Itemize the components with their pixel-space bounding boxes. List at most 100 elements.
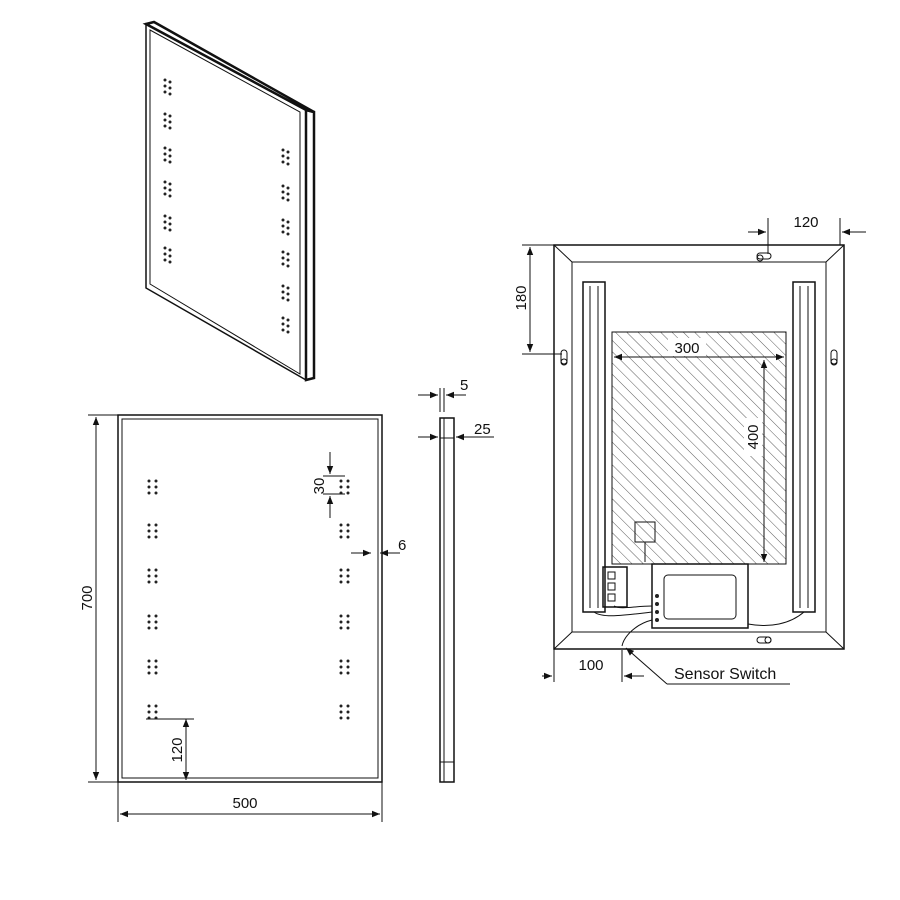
light-dot	[163, 226, 167, 230]
light-dot	[163, 90, 167, 94]
light-dot	[147, 614, 151, 618]
light-dot	[147, 704, 151, 708]
light-dot	[286, 298, 290, 302]
light-dot	[147, 574, 151, 578]
light-dot	[154, 535, 158, 539]
light-dot	[163, 112, 167, 116]
light-dot	[154, 626, 158, 630]
light-dot	[286, 318, 290, 322]
light-dot	[163, 118, 167, 122]
light-dot	[163, 180, 167, 184]
light-dot	[168, 228, 172, 232]
light-dot	[163, 192, 167, 196]
light-dot	[346, 580, 350, 584]
light-dot	[163, 246, 167, 250]
light-dot	[339, 671, 343, 675]
light-dot	[154, 529, 158, 533]
light-dot	[154, 523, 158, 527]
light-dot	[168, 160, 172, 164]
light-dot	[281, 230, 285, 234]
light-dot	[163, 146, 167, 150]
light-dot	[281, 196, 285, 200]
front-view: 700 500 30 6 120	[79, 414, 406, 822]
light-dot	[168, 222, 172, 226]
light-dot	[168, 182, 172, 186]
demister-width-label: 300	[674, 340, 699, 357]
light-dot	[339, 710, 343, 714]
light-dot	[339, 485, 343, 489]
light-dot	[339, 614, 343, 618]
glass-thickness-label: 5	[460, 377, 468, 394]
light-dot	[339, 716, 343, 720]
light-dot	[346, 704, 350, 708]
hanger-height-label: 180	[513, 285, 530, 310]
light-dot	[163, 78, 167, 82]
light-dot	[286, 258, 290, 262]
light-dot	[346, 665, 350, 669]
driver-unit	[602, 566, 628, 608]
isometric-light-dots	[163, 78, 290, 334]
demister-height-label: 400	[745, 424, 762, 449]
light-dot	[281, 284, 285, 288]
light-dot	[147, 620, 151, 624]
light-dot	[281, 316, 285, 320]
light-dot	[281, 262, 285, 266]
light-dot	[281, 160, 285, 164]
light-dot	[346, 491, 350, 495]
light-dot	[154, 614, 158, 618]
light-dot	[286, 156, 290, 160]
light-dot	[154, 710, 158, 714]
light-dot	[168, 194, 172, 198]
light-dot	[286, 232, 290, 236]
light-dot	[168, 254, 172, 258]
edge-offset-label: 6	[398, 537, 406, 554]
light-dot	[339, 665, 343, 669]
light-dot	[154, 671, 158, 675]
height-dimension-label: 700	[79, 585, 96, 610]
rear-view: 300 400	[513, 214, 866, 685]
light-dot	[286, 226, 290, 230]
light-dot	[154, 485, 158, 489]
light-dot	[339, 529, 343, 533]
light-dot	[147, 529, 151, 533]
light-dot	[163, 84, 167, 88]
light-dot	[339, 659, 343, 663]
light-dot	[281, 290, 285, 294]
light-dot	[286, 252, 290, 256]
hanger-left-icon	[560, 349, 568, 366]
light-dot	[339, 620, 343, 624]
light-dot	[163, 252, 167, 256]
light-dot	[346, 529, 350, 533]
light-dot	[154, 659, 158, 663]
bottom-hanger-offset-label: 100	[578, 657, 603, 674]
light-dot	[168, 154, 172, 158]
light-dot	[168, 120, 172, 124]
light-dot	[147, 491, 151, 495]
light-dot	[281, 328, 285, 332]
light-dot	[346, 626, 350, 630]
light-dot	[147, 479, 151, 483]
light-dot	[147, 580, 151, 584]
front-light-dots	[147, 479, 350, 720]
light-dot	[154, 479, 158, 483]
light-dot	[346, 568, 350, 572]
light-dot	[168, 80, 172, 84]
light-dot	[281, 218, 285, 222]
hanger-top-icon	[756, 252, 772, 262]
light-dot	[147, 665, 151, 669]
light-dot	[163, 220, 167, 224]
hanger-bottom-icon	[756, 636, 772, 644]
light-dot	[163, 214, 167, 218]
light-dot	[163, 152, 167, 156]
light-dot	[339, 479, 343, 483]
hanger-offset-label: 120	[793, 214, 818, 231]
light-dot	[281, 224, 285, 228]
light-dot	[339, 574, 343, 578]
light-dot	[339, 523, 343, 527]
width-dimension-label: 500	[232, 795, 257, 812]
light-dot	[154, 704, 158, 708]
light-dot	[339, 580, 343, 584]
light-dot	[163, 258, 167, 262]
light-dot	[339, 704, 343, 708]
